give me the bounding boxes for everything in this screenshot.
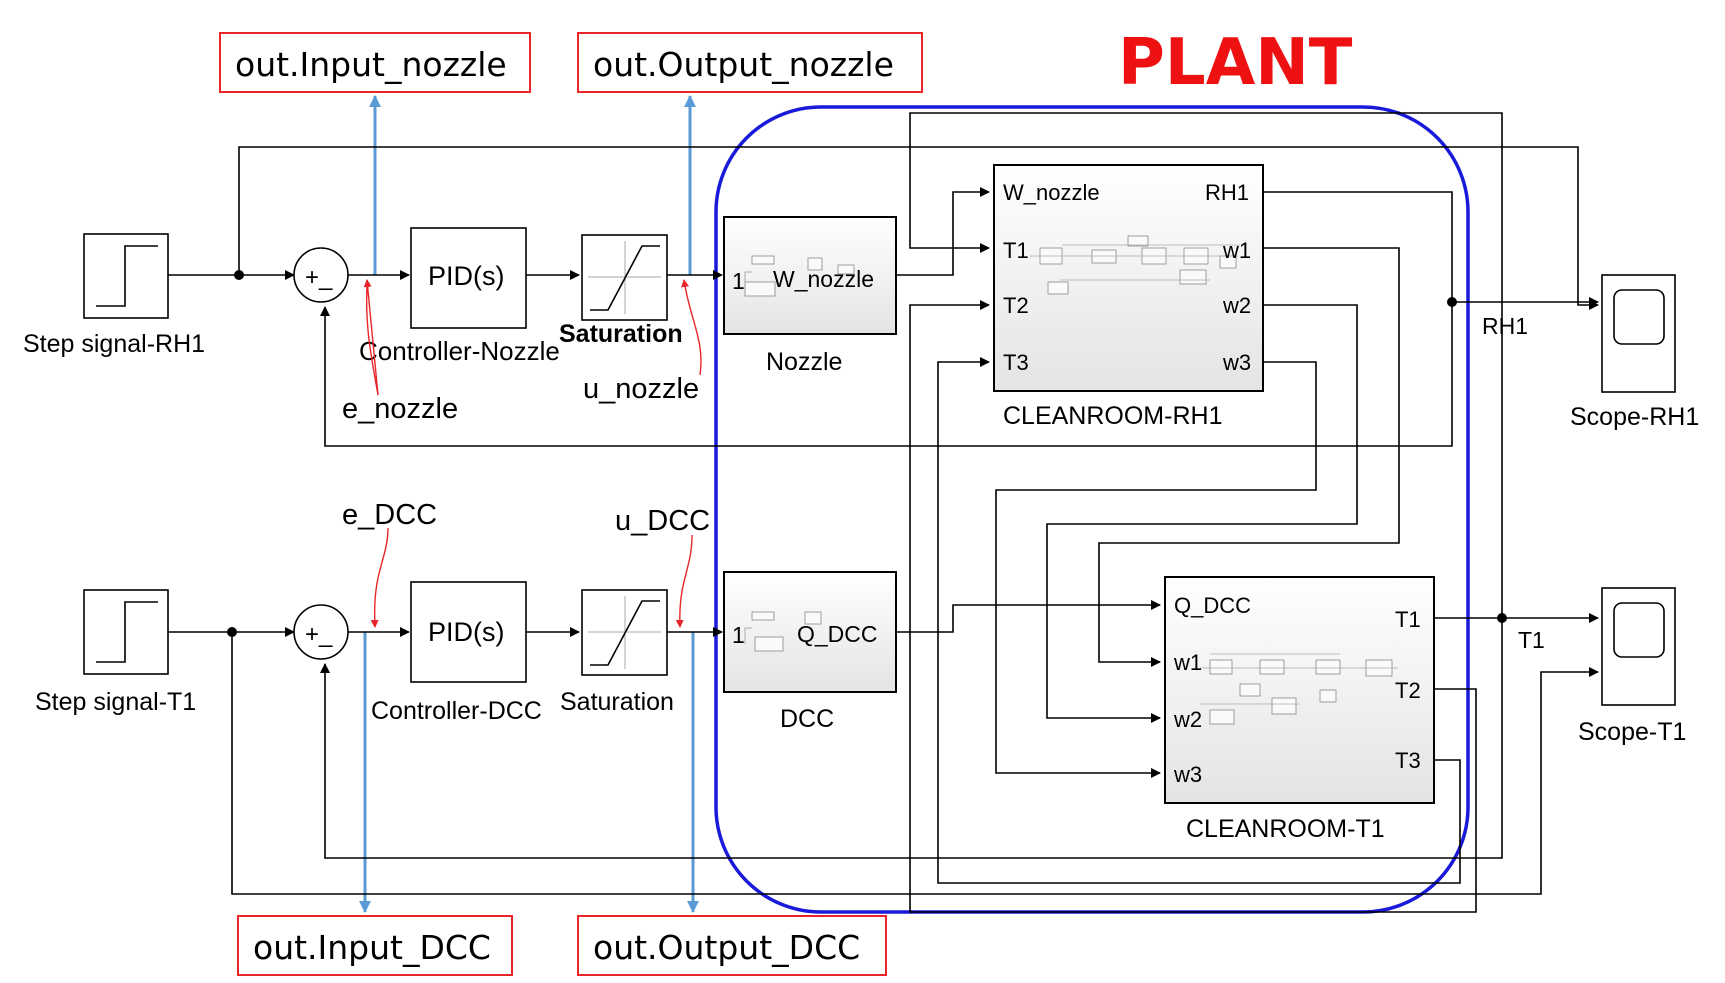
cleanroom-t1-out-2: T2 [1395, 678, 1421, 703]
out-output-dcc-label: out.Output_DCC [593, 928, 860, 967]
dcc-port-in: 1 [732, 622, 745, 648]
step-signal-t1-block[interactable] [83, 589, 169, 675]
cleanroom-t1-in-1: Q_DCC [1174, 593, 1251, 618]
cleanroom-rh1-in-4: T3 [1003, 350, 1029, 375]
out-input-nozzle[interactable]: out.Input_nozzle [219, 32, 531, 93]
testpoint-e-nozzle-arrow [363, 279, 379, 396]
controller-dcc-label: Controller-DCC [371, 697, 542, 725]
sum-dcc[interactable]: +_ [293, 604, 349, 660]
wire-t1-ref-to-scope [231, 632, 1599, 895]
plant-label: PLANT [1118, 26, 1353, 100]
wire-dcc-to-cleanroom-t1 [896, 600, 1161, 633]
saturation-nozzle-block[interactable] [581, 234, 668, 321]
scope-t1-block[interactable] [1601, 587, 1676, 706]
wire-w1-coupling [1098, 247, 1400, 667]
cleanroom-rh1-block[interactable]: W_nozzle T1 T2 T3 RH1 w1 w2 w3 [993, 164, 1264, 392]
nozzle-port-in: 1 [732, 268, 745, 294]
wire-rh1-feedback [320, 302, 1453, 447]
scope-t1-label: Scope-T1 [1578, 718, 1686, 746]
wire-t1-feedback [320, 618, 1503, 859]
signal-t1-label: T1 [1518, 627, 1545, 653]
cleanroom-rh1-in-2: T1 [1003, 238, 1029, 263]
nozzle-label: Nozzle [766, 348, 842, 376]
wire-t3-coupling [937, 357, 1461, 884]
sum-nozzle-sign: +_ [305, 264, 333, 291]
testpoint-u-nozzle-curve [681, 279, 702, 376]
step-signal-t1-label: Step signal-T1 [35, 688, 196, 716]
out-input-nozzle-label: out.Input_nozzle [235, 45, 507, 84]
out-input-dcc-label: out.Input_DCC [253, 928, 491, 967]
cleanroom-t1-label: CLEANROOM-T1 [1186, 815, 1385, 843]
pid-dcc-label: PID(s) [428, 617, 505, 647]
cleanroom-t1-block[interactable]: Q_DCC w1 w2 w3 T1 T2 T3 [1164, 576, 1435, 804]
step-signal-rh1-block[interactable] [83, 233, 169, 319]
cleanroom-t1-in-3: w2 [1173, 707, 1202, 732]
saturation-dcc-block[interactable] [581, 589, 668, 676]
nozzle-port-out: W_nozzle [773, 266, 874, 292]
wire-t1-to-rh1-t1 [909, 112, 1503, 618]
pid-dcc-block[interactable]: PID(s) [410, 581, 527, 683]
wire-rh1-ref-to-scope [238, 146, 1599, 310]
signal-rh1-label: RH1 [1482, 313, 1528, 339]
cleanroom-t1-internal [1200, 653, 1398, 725]
sum-dcc-sign: +_ [305, 621, 333, 648]
signal-u-nozzle-label: u_nozzle [583, 373, 699, 405]
dcc-subsystem-block[interactable]: 1 Q_DCC [723, 571, 897, 693]
wire-t2-coupling [909, 300, 1477, 913]
signal-e-dcc-label: e_DCC [342, 499, 437, 531]
out-output-nozzle[interactable]: out.Output_nozzle [577, 32, 923, 93]
out-output-dcc[interactable]: out.Output_DCC [577, 915, 887, 976]
scope-rh1-label: Scope-RH1 [1570, 403, 1699, 431]
cleanroom-rh1-out-4: w3 [1222, 350, 1251, 375]
cleanroom-rh1-out-2: w1 [1222, 238, 1251, 263]
cleanroom-rh1-in-3: T2 [1003, 293, 1029, 318]
pid-nozzle-label: PID(s) [428, 261, 505, 291]
testpoint-u-dcc-curve [675, 534, 693, 628]
saturation-nozzle-label: Saturation [559, 320, 683, 348]
cleanroom-rh1-internal [1030, 235, 1240, 295]
wire-w2-coupling [1046, 304, 1358, 723]
cleanroom-t1-in-4: w3 [1173, 762, 1202, 787]
cleanroom-t1-out-3: T3 [1395, 748, 1421, 773]
cleanroom-t1-out-1: T1 [1395, 607, 1421, 632]
wire-nozzle-to-cleanroom-rh1 [896, 187, 990, 276]
signal-e-nozzle-label: e_nozzle [342, 393, 458, 425]
dcc-label: DCC [780, 705, 834, 733]
dcc-port-out: Q_DCC [797, 621, 878, 647]
sum-nozzle[interactable]: +_ [293, 247, 349, 303]
cleanroom-rh1-in-1: W_nozzle [1003, 180, 1100, 205]
controller-nozzle-label: Controller-Nozzle [359, 336, 560, 366]
scope-rh1-block[interactable] [1601, 274, 1676, 393]
testpoint-e-nozzle-curve [365, 284, 379, 396]
out-input-dcc[interactable]: out.Input_DCC [237, 915, 513, 976]
pid-nozzle-block[interactable]: PID(s) [410, 227, 527, 329]
cleanroom-t1-in-2: w1 [1173, 650, 1202, 675]
signal-u-dcc-label: u_DCC [615, 505, 710, 537]
out-output-nozzle-label: out.Output_nozzle [593, 45, 894, 84]
cleanroom-rh1-label: CLEANROOM-RH1 [1003, 402, 1222, 430]
nozzle-subsystem-block[interactable]: 1 W_nozzle [723, 216, 897, 335]
saturation-dcc-label: Saturation [560, 688, 674, 716]
step-signal-rh1-label: Step signal-RH1 [23, 330, 205, 358]
cleanroom-rh1-out-3: w2 [1222, 293, 1251, 318]
cleanroom-rh1-out-1: RH1 [1205, 180, 1249, 205]
testpoint-e-dcc-curve [370, 527, 389, 628]
wire-w3-coupling [995, 361, 1317, 778]
wire-rh1-output [1263, 191, 1599, 307]
